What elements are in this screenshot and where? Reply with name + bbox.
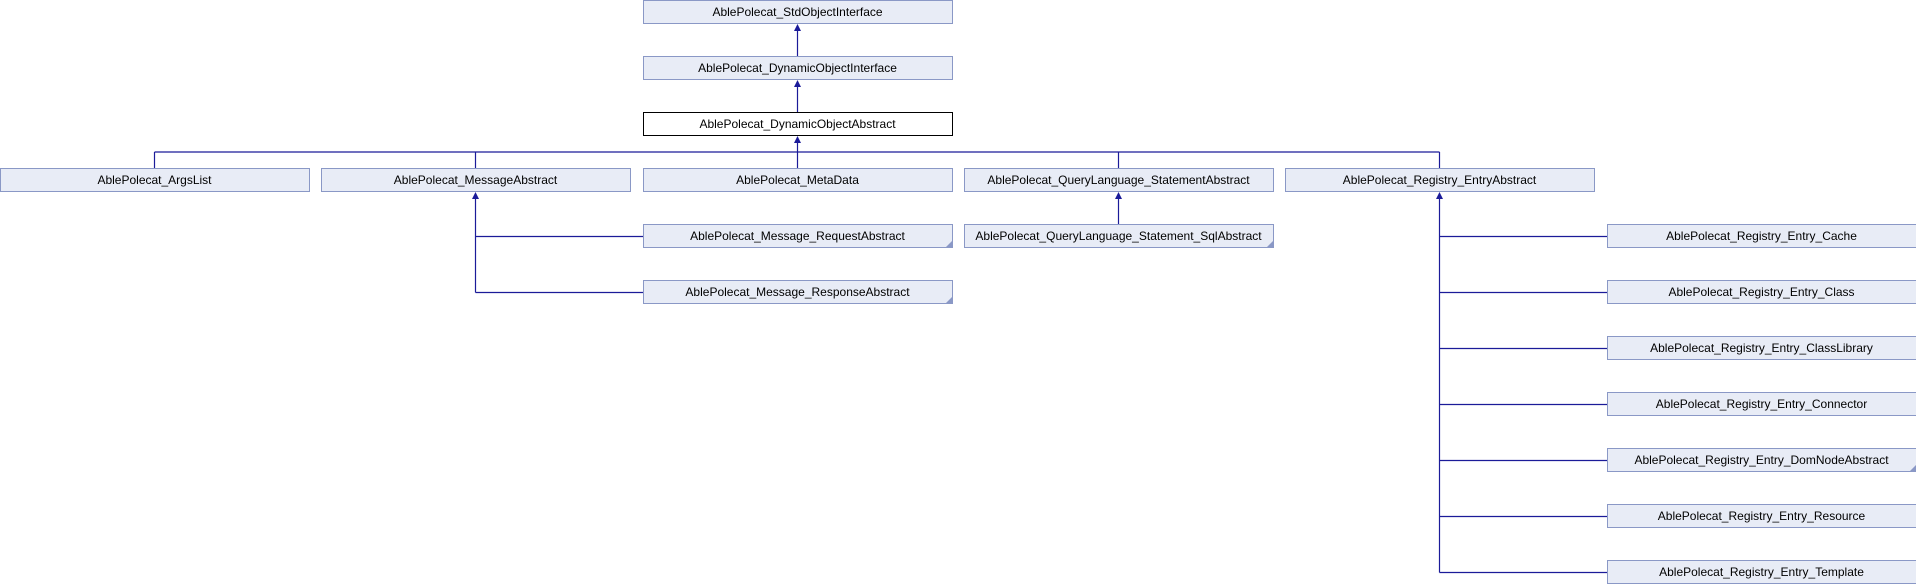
class-node-msg[interactable]: AblePolecat_MessageAbstract (321, 168, 631, 192)
class-node-box (1607, 280, 1916, 304)
class-node-label: AblePolecat_Registry_Entry_ClassLibrary (1650, 341, 1873, 355)
class-node-box (1607, 504, 1916, 528)
class-node-box (643, 224, 953, 248)
class-node-reg[interactable]: AblePolecat_Registry_EntryAbstract (1285, 168, 1595, 192)
class-node-box (1285, 168, 1595, 192)
edges-to-msg (472, 192, 643, 294)
class-node-box (1607, 448, 1916, 472)
class-node-label: AblePolecat_Registry_Entry_Template (1659, 565, 1864, 579)
class-node-conn[interactable]: AblePolecat_Registry_Entry_Connector (1607, 392, 1916, 416)
more-subclasses-marker (946, 241, 952, 247)
class-node-std[interactable]: AblePolecat_StdObjectInterface (643, 0, 953, 24)
class-node-label: AblePolecat_DynamicObjectInterface (698, 61, 897, 75)
class-node-box (643, 280, 953, 304)
class-node-label: AblePolecat_DynamicObjectAbstract (699, 117, 896, 131)
class-node-label: AblePolecat_MetaData (736, 173, 859, 187)
edge-arrowhead (794, 80, 801, 87)
edge-arrowhead (1115, 192, 1122, 199)
class-node-label: AblePolecat_Registry_Entry_Connector (1656, 397, 1867, 411)
edges-layer (153, 24, 1607, 574)
class-node-box (643, 112, 953, 136)
class-node-label: AblePolecat_Registry_EntryAbstract (1343, 173, 1537, 187)
class-node-class[interactable]: AblePolecat_Registry_Entry_Class (1607, 280, 1916, 304)
class-node-label: AblePolecat_Registry_Entry_Class (1668, 285, 1854, 299)
class-node-req[interactable]: AblePolecat_Message_RequestAbstract (643, 224, 953, 248)
edges-to-dyn (794, 80, 801, 112)
edge-arrowhead (472, 192, 479, 199)
more-subclasses-marker (946, 297, 952, 303)
class-node-cache[interactable]: AblePolecat_Registry_Entry_Cache (1607, 224, 1916, 248)
class-node-dom[interactable]: AblePolecat_Registry_Entry_DomNodeAbstra… (1607, 448, 1916, 472)
class-node-label: AblePolecat_ArgsList (97, 173, 212, 187)
class-node-box (964, 224, 1274, 248)
class-node-box (1607, 392, 1916, 416)
class-node-box (643, 56, 953, 80)
class-node-box (964, 168, 1274, 192)
edges-to-reg (1436, 192, 1607, 574)
class-node-label: AblePolecat_Registry_Entry_DomNodeAbstra… (1634, 453, 1889, 467)
class-node-meta[interactable]: AblePolecat_MetaData (643, 168, 953, 192)
class-node-qls[interactable]: AblePolecat_QueryLanguage_StatementAbstr… (964, 168, 1274, 192)
class-node-label: AblePolecat_Registry_Entry_Resource (1658, 509, 1866, 523)
edge-arrowhead (794, 136, 801, 143)
edge-arrowhead (794, 24, 801, 31)
class-node-box (643, 168, 953, 192)
class-node-label: AblePolecat_StdObjectInterface (712, 5, 882, 19)
class-node-label: AblePolecat_QueryLanguage_Statement_SqlA… (975, 229, 1262, 243)
class-node-label: AblePolecat_MessageAbstract (394, 173, 558, 187)
class-node-resource[interactable]: AblePolecat_Registry_Entry_Resource (1607, 504, 1916, 528)
class-node-res[interactable]: AblePolecat_Message_ResponseAbstract (643, 280, 953, 304)
class-node-classlib[interactable]: AblePolecat_Registry_Entry_ClassLibrary (1607, 336, 1916, 360)
class-node-box (643, 0, 953, 24)
edges-to-std (794, 24, 801, 56)
class-node-box (1607, 336, 1916, 360)
more-subclasses-marker (1910, 465, 1916, 471)
class-node-label: AblePolecat_Registry_Entry_Cache (1666, 229, 1857, 243)
class-node-sql[interactable]: AblePolecat_QueryLanguage_Statement_SqlA… (964, 224, 1274, 248)
class-node-box (0, 168, 310, 192)
class-node-box (321, 168, 631, 192)
class-node-dyn[interactable]: AblePolecat_DynamicObjectInterface (643, 56, 953, 80)
more-subclasses-marker (1267, 241, 1273, 247)
class-node-args[interactable]: AblePolecat_ArgsList (0, 168, 310, 192)
edge-arrowhead (1436, 192, 1443, 199)
edges-to-qls (1115, 192, 1122, 224)
class-node-dynabs[interactable]: AblePolecat_DynamicObjectAbstract (643, 112, 953, 136)
class-node-label: AblePolecat_Message_ResponseAbstract (685, 285, 910, 299)
class-node-tmpl[interactable]: AblePolecat_Registry_Entry_Template (1607, 560, 1916, 584)
class-node-label: AblePolecat_QueryLanguage_StatementAbstr… (987, 173, 1250, 187)
class-node-box (1607, 224, 1916, 248)
class-node-label: AblePolecat_Message_RequestAbstract (690, 229, 905, 243)
edges-to-dynabs (153, 136, 1441, 168)
